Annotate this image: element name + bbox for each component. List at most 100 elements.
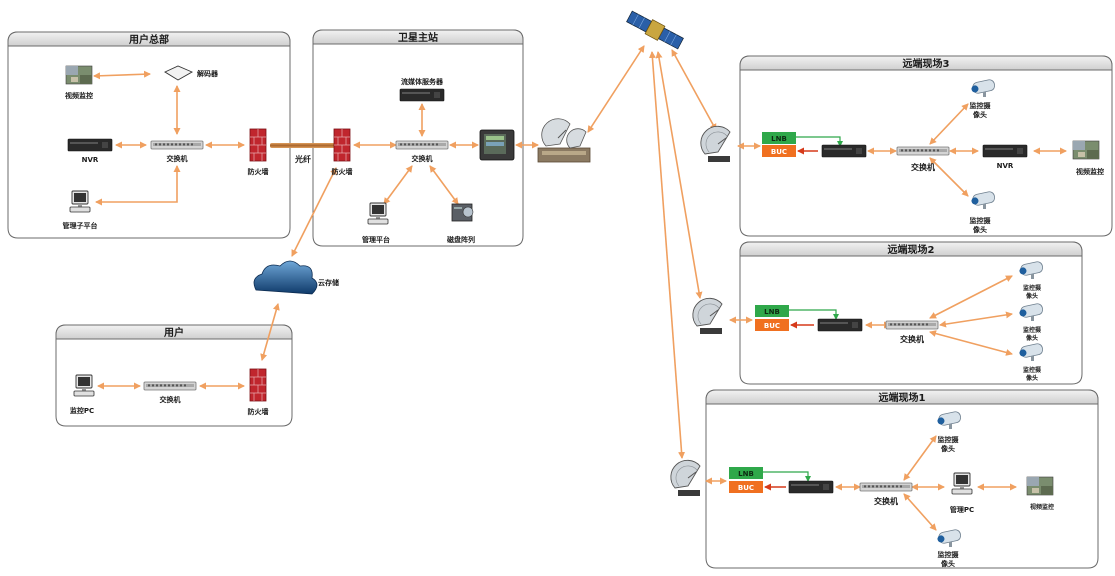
label: LNB	[738, 470, 754, 478]
remote1-camera-top: 监控摄 像头	[936, 410, 963, 453]
panel-user: 用户	[55, 324, 293, 427]
hq-switch: 交换机	[150, 140, 204, 163]
satellite	[626, 10, 684, 50]
remote2-lnb-arrow	[789, 309, 839, 320]
label: 管理子平台	[63, 221, 98, 230]
remote3-modem-icon	[821, 144, 867, 158]
label: 交换机	[160, 395, 181, 404]
label: 像头	[940, 559, 955, 568]
remote2-camera-1: 监控摄 像头	[1018, 260, 1045, 300]
firewall-icon	[333, 128, 351, 162]
label: 监控摄	[938, 435, 960, 444]
links	[93, 45, 1067, 531]
label: LNB	[771, 135, 787, 143]
label: 防火墙	[248, 167, 269, 176]
buc-box	[755, 319, 789, 331]
lnb-box	[729, 467, 763, 479]
remote2-camera-2: 监控摄 像头	[1018, 302, 1045, 342]
video-monitor-icon	[1026, 476, 1054, 496]
label: BUC	[764, 322, 780, 330]
label: 像头	[972, 110, 987, 119]
switch-icon	[150, 140, 204, 150]
user-switch: 交换机	[143, 381, 197, 404]
remote1-lnb: LNB	[729, 467, 763, 479]
main-disk-array: 磁盘阵列	[447, 203, 475, 244]
label: 交换机	[911, 162, 935, 172]
satellite-icon	[626, 10, 684, 50]
user-firewall: 防火墙	[248, 368, 269, 416]
main-switch: 交换机	[395, 140, 449, 163]
hq-video-monitor: 视频监控	[65, 65, 93, 100]
label: NVR	[82, 156, 99, 164]
panel-user-title: 用户	[163, 326, 184, 339]
remote1-modem-icon	[788, 480, 834, 494]
video-monitor-icon	[65, 65, 93, 85]
panel-remote1: 远端现场1	[705, 389, 1099, 569]
label: 监控摄	[1023, 366, 1042, 374]
panel-remote3-title: 远端现场3	[903, 57, 950, 70]
label: 交换机	[412, 154, 433, 163]
remote2-camera-3: 监控摄 像头	[1018, 342, 1045, 382]
label: 像头	[1026, 334, 1038, 342]
main-mgmt-platform: 管理平台	[362, 202, 390, 244]
pc-icon	[951, 472, 973, 495]
label: 磁盘阵列	[447, 235, 475, 244]
label: 交换机	[167, 154, 188, 163]
main-stream-server: 流媒体服务器	[399, 77, 445, 102]
panel-remote3: 远端现场3	[739, 55, 1113, 237]
label: 像头	[972, 225, 987, 234]
switch-icon	[885, 320, 939, 330]
hq-firewall: 防火墙	[248, 128, 269, 176]
label: 管理PC	[950, 505, 974, 514]
label: 监控摄	[1023, 326, 1042, 334]
label: 防火墙	[332, 167, 353, 176]
dish-icon	[670, 459, 701, 497]
label: 管理平台	[362, 235, 390, 244]
buc-box	[762, 145, 796, 157]
label: NVR	[997, 162, 1014, 170]
label: 监控摄	[970, 101, 992, 110]
fiber-label: 光纤	[294, 154, 311, 164]
label: 像头	[1026, 292, 1038, 300]
pc-icon	[367, 202, 389, 225]
cloud-icon	[253, 260, 318, 295]
remote1-buc: BUC	[729, 481, 763, 493]
label: 视频监控	[65, 91, 93, 100]
dish-icon	[692, 297, 723, 335]
remote3-camera-top: 监控摄 像头	[970, 78, 997, 119]
firewall-icon	[249, 128, 267, 162]
label: 视频监控	[1076, 167, 1104, 176]
remote1-lnb-arrow	[763, 471, 811, 482]
label: 流媒体服务器	[401, 77, 444, 86]
label: 监控摄	[1023, 284, 1042, 292]
cloud-storage: 云存储	[253, 260, 339, 295]
remote3-dish	[700, 125, 731, 163]
switch-icon	[859, 482, 913, 492]
dish-icon	[541, 118, 571, 147]
main-firewall: 防火墙	[332, 128, 353, 176]
label: 监控摄	[938, 550, 960, 559]
nvr-icon	[982, 144, 1028, 158]
remote1-switch: 交换机	[859, 482, 913, 506]
panel-remote2-title: 远端现场2	[888, 243, 935, 256]
nvr-icon	[67, 138, 113, 152]
cloud-label: 云存储	[318, 278, 339, 287]
remote1-camera-bottom: 监控摄 像头	[936, 528, 963, 568]
label: BUC	[738, 484, 754, 492]
fiber-cable	[270, 143, 336, 148]
main-modem	[479, 129, 515, 161]
panel-remote1-title: 远端现场1	[879, 391, 926, 404]
label: 监控PC	[70, 406, 94, 415]
remote1-video-monitor: 视频监控	[1026, 476, 1054, 511]
label: 交换机	[900, 334, 924, 344]
hq-sub-platform: 管理子平台	[63, 190, 98, 230]
label: 像头	[1026, 374, 1038, 382]
switch-icon	[143, 381, 197, 391]
switch-icon	[395, 140, 449, 150]
disk-array-icon	[451, 203, 474, 222]
label: 解码器	[197, 69, 219, 78]
remote1-mgmt-pc: 管理PC	[950, 472, 974, 514]
remote3-switch: 交换机	[896, 146, 950, 172]
switch-icon	[896, 146, 950, 156]
